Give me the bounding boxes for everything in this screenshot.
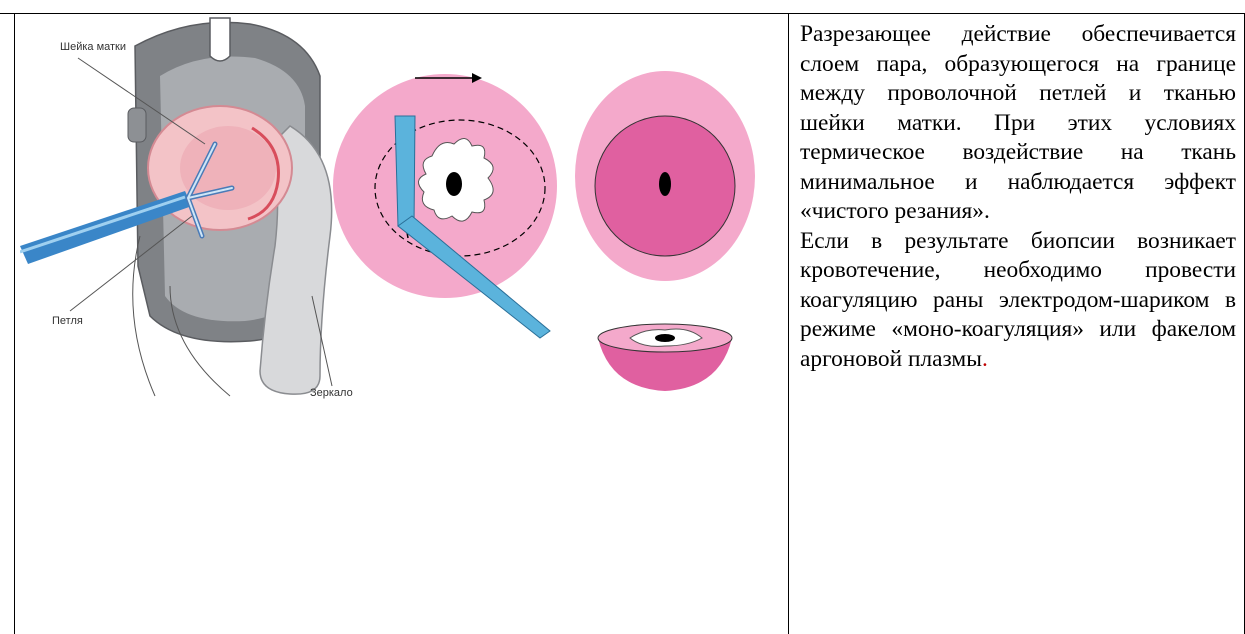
- label-cervix: Шейка матки: [60, 41, 126, 53]
- result-diagram: [575, 71, 755, 391]
- label-loop: Петля: [52, 315, 83, 327]
- description-text: Разрезающее действие обеспечивается слое…: [800, 20, 1236, 374]
- paragraph-1: Разрезающее действие обеспечивается слое…: [800, 20, 1236, 227]
- label-speculum: Зеркало: [310, 387, 353, 399]
- table-border-middle: [788, 13, 789, 634]
- table-border-top: [0, 13, 1245, 14]
- table-border-left: [14, 13, 15, 634]
- paragraph-2-text: Если в результате биопсии возникает кров…: [800, 228, 1236, 372]
- paragraph-2: Если в результате биопсии возникает кров…: [800, 227, 1236, 375]
- cutting-diagram: [333, 73, 557, 338]
- loop-excision-illustration: Шейка матки Петля Зеркало: [20, 16, 780, 406]
- paragraph-2-end: .: [982, 346, 988, 372]
- speculum-diagram: Шейка матки Петля Зеркало: [20, 18, 353, 399]
